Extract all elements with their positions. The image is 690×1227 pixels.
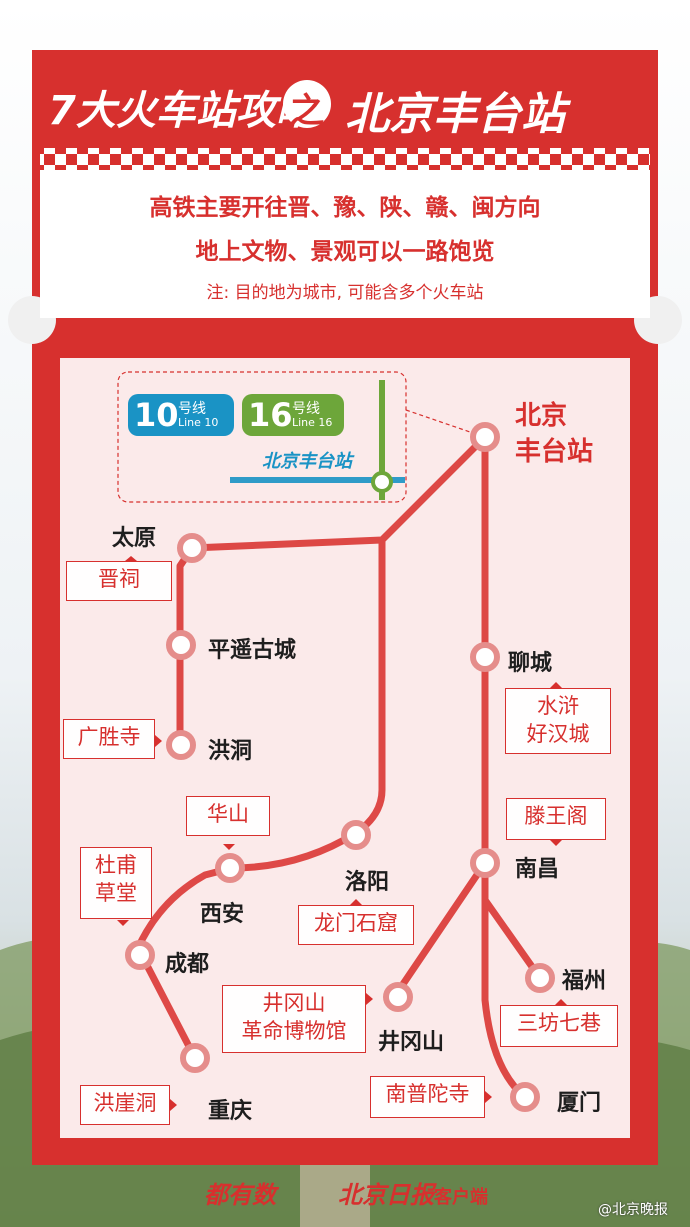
station-fuzhou: 福州 xyxy=(562,969,607,994)
station-dot-chongqing xyxy=(180,1043,210,1073)
station-dot-fengtai xyxy=(470,422,500,452)
pointer-longmen xyxy=(350,899,362,905)
subtitle-line2: 地上文物、景观可以一路饱览 xyxy=(195,239,495,265)
sight-shuihu-line1: 水浒 xyxy=(537,694,579,718)
station-dot-chengdu xyxy=(125,940,155,970)
station-nanchang: 南昌 xyxy=(515,857,560,882)
route-fuzhou xyxy=(481,859,529,1101)
sight-guangsheng: 广胜寺 xyxy=(63,719,155,759)
station-chengdu: 成都 xyxy=(165,952,210,977)
pointer-nanputuo xyxy=(485,1091,492,1103)
sight-jgs-line2: 革命博物馆 xyxy=(241,1019,347,1043)
sight-sanfang-text: 三坊七巷 xyxy=(517,1011,601,1035)
station-dot-pingyao xyxy=(166,630,196,660)
weibo-handle: @北京晚报 xyxy=(598,1202,668,1218)
line-16-cn: 号线 xyxy=(292,401,320,417)
metro-station-name: 北京丰台站 xyxy=(262,451,352,472)
title-mid: 之 xyxy=(290,91,324,131)
sight-guangsheng-text: 广胜寺 xyxy=(77,725,141,749)
sight-shuihu: 水浒 好汉城 xyxy=(505,688,611,754)
note-text: 注: 目的地为城市, 可能含多个火车站 xyxy=(206,283,484,303)
metro-line-10-badge: 10 号线 Line 10 xyxy=(128,394,234,436)
station-hongdong: 洪洞 xyxy=(208,739,253,764)
pointer-dufu xyxy=(117,920,129,926)
line-16-en: Line 16 xyxy=(292,416,333,429)
station-dot-jinggangshan xyxy=(383,982,413,1012)
pointer-sanfang xyxy=(555,999,567,1005)
sight-jinci: 晋祠 xyxy=(66,561,172,601)
station-liaocheng: 聊城 xyxy=(508,651,553,676)
sight-nanputuo: 南普陀寺 xyxy=(370,1076,485,1118)
line-16-number: 16 xyxy=(248,396,293,434)
footer-brand-bjrb-suffix: 客户端 xyxy=(434,1187,488,1208)
line-10-en: Line 10 xyxy=(178,416,219,429)
pointer-shuihu xyxy=(550,682,562,688)
station-chongqing: 重庆 xyxy=(208,1099,253,1124)
station-taiyuan: 太原 xyxy=(112,526,157,551)
metro-line-16-badge: 16 号线 Line 16 xyxy=(242,394,344,436)
metro-inset-connector xyxy=(405,409,471,433)
route-xiamen xyxy=(481,896,544,982)
line-10-cn: 号线 xyxy=(178,401,206,417)
station-dot-xian xyxy=(215,853,245,883)
sight-longmen: 龙门石窟 xyxy=(298,905,414,945)
pointer-tengwang xyxy=(550,840,562,846)
pointer-hongyadong xyxy=(170,1099,177,1111)
subtitle-line1: 高铁主要开往晋、豫、陕、赣、闽方向 xyxy=(149,195,541,221)
station-luoyang: 洛阳 xyxy=(345,870,390,895)
sight-sanfang: 三坊七巷 xyxy=(500,1005,618,1047)
station-dot-nanchang xyxy=(470,848,500,878)
sight-nanputuo-text: 南普陀寺 xyxy=(385,1082,470,1106)
station-dot-luoyang xyxy=(341,820,371,850)
station-xiamen: 厦门 xyxy=(557,1091,602,1116)
sight-hongyadong-text: 洪崖洞 xyxy=(93,1091,157,1115)
station-pingyao: 平遥古城 xyxy=(208,638,297,663)
pointer-jinci xyxy=(125,556,137,561)
pointer-jgs xyxy=(366,993,373,1005)
station-dot-liaocheng xyxy=(470,642,500,672)
sight-dufu-line1: 杜甫 xyxy=(95,853,137,877)
station-xian: 西安 xyxy=(200,902,245,927)
sight-tengwang-text: 滕王阁 xyxy=(524,804,588,828)
sight-jgs-line1: 井冈山 xyxy=(262,991,326,1015)
sight-dufu: 杜甫 草堂 xyxy=(80,847,152,919)
sight-hongyadong: 洪崖洞 xyxy=(80,1085,170,1125)
sight-huashan-text: 华山 xyxy=(207,802,249,826)
metro-inset-box xyxy=(117,371,407,503)
footer-brand-bjrb: 北京日报客户端 xyxy=(338,1175,488,1210)
sight-tengwang: 滕王阁 xyxy=(506,798,606,840)
sight-longmen-text: 龙门石窟 xyxy=(314,911,398,935)
station-dot-xiamen xyxy=(510,1082,540,1112)
pointer-guangsheng xyxy=(155,735,162,747)
metro-station-dot xyxy=(371,471,393,493)
title-mid-badge xyxy=(283,80,331,128)
sight-jgs-museum: 井冈山 革命博物馆 xyxy=(222,985,366,1053)
sight-shuihu-line2: 好汉城 xyxy=(526,722,590,746)
title-left: 7大火车站攻略 xyxy=(48,88,316,134)
station-dot-fuzhou xyxy=(525,963,555,993)
station-fengtai-line1: 北京 xyxy=(515,401,568,431)
station-dot-hongdong xyxy=(166,730,196,760)
sight-dufu-line2: 草堂 xyxy=(95,881,137,905)
pointer-huashan xyxy=(223,844,235,850)
title-right: 北京丰台站 xyxy=(345,89,565,140)
sight-huashan: 华山 xyxy=(186,796,270,836)
station-jinggangshan: 井冈山 xyxy=(378,1030,445,1055)
sight-jinci-text: 晋祠 xyxy=(98,567,140,591)
line-10-number: 10 xyxy=(134,396,179,434)
footer-brand-duyoushu: 都有数 xyxy=(204,1181,276,1209)
station-dot-taiyuan xyxy=(177,533,207,563)
route-luoyang xyxy=(134,536,386,1062)
footer-brand-bjrb-name: 北京日报 xyxy=(338,1181,434,1209)
station-fengtai-line2: 丰台站 xyxy=(515,437,594,467)
